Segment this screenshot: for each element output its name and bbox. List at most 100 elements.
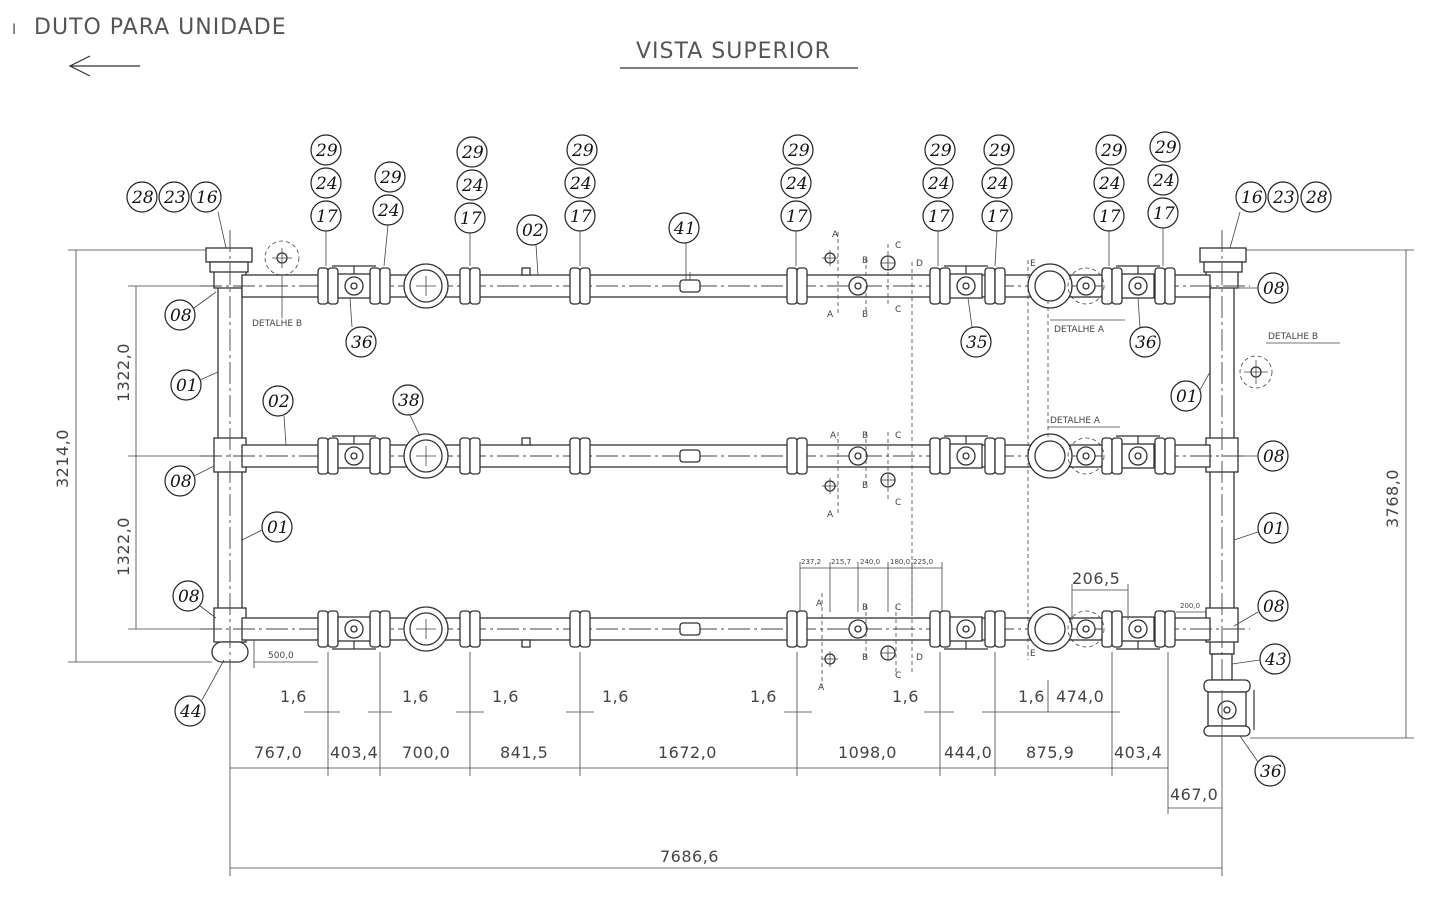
item-balloon: 29: [374, 161, 406, 193]
item-balloon: 17: [981, 200, 1013, 232]
item-balloon: 29: [1149, 131, 1181, 163]
svg-text:28: 28: [131, 188, 154, 208]
svg-text:08: 08: [178, 587, 200, 607]
svg-text:23: 23: [1272, 188, 1295, 208]
dim-left-upper: 1322,0: [114, 343, 133, 402]
dim-right-total: 3768,0: [1383, 469, 1402, 528]
bolted-ring-icon: [403, 606, 449, 652]
nozzle-icon: [521, 639, 531, 648]
svg-text:29: 29: [461, 143, 484, 163]
item-balloon: 23: [158, 181, 190, 213]
section-letter: B: [862, 481, 868, 491]
balloons: 29 24 17 29 24 29 24 17 02 29 24 17 41 2…: [126, 131, 1332, 787]
svg-text:29: 29: [1100, 141, 1123, 161]
item-balloon: 02: [516, 214, 548, 246]
svg-text:17: 17: [928, 207, 950, 227]
item-balloon: 29: [782, 134, 814, 166]
section-letter: D: [916, 653, 923, 663]
section-letter: E: [1030, 649, 1036, 659]
section-letter: A: [832, 230, 839, 240]
svg-text:17: 17: [1099, 207, 1121, 227]
dim-gap: 1,6: [892, 687, 919, 706]
dim-segment: 1672,0: [658, 743, 717, 762]
valve-icon: [332, 435, 376, 469]
svg-text:29: 29: [929, 141, 952, 161]
svg-text:43: 43: [1264, 650, 1287, 670]
dimension-lines: [68, 249, 1414, 876]
item-balloon: 29: [310, 134, 342, 166]
svg-text:01: 01: [1263, 519, 1285, 539]
instrument-icon: [679, 272, 701, 293]
item-balloon: 28: [1300, 181, 1332, 213]
svg-text:08: 08: [170, 472, 192, 492]
tee-icon: [1027, 433, 1073, 479]
bolted-ring-icon: [403, 263, 449, 309]
detail-b-right-circle: [1239, 355, 1273, 389]
svg-text:24: 24: [927, 174, 950, 194]
item-balloon: 01: [1257, 512, 1289, 544]
svg-text:08: 08: [1263, 447, 1285, 467]
section-letter: C: [895, 603, 901, 613]
svg-text:24: 24: [986, 174, 1009, 194]
svg-text:28: 28: [1305, 188, 1328, 208]
item-balloon: 43: [1259, 643, 1291, 675]
svg-text:29: 29: [571, 141, 594, 161]
item-balloon: 08: [1257, 440, 1289, 472]
item-balloon: 24: [981, 167, 1013, 199]
dim-small: 180,0: [890, 558, 910, 566]
item-balloon: 08: [1257, 590, 1289, 622]
dim-offset-474: 474,0: [1056, 687, 1104, 706]
small-valve-icon: [1067, 610, 1105, 648]
dim-gap: 1,6: [492, 687, 519, 706]
tee-icon-group: [1027, 263, 1105, 652]
item-balloon: 24: [780, 167, 812, 199]
svg-text:17: 17: [987, 207, 1009, 227]
item-balloon: 17: [454, 202, 486, 234]
valve-icon: [944, 616, 988, 650]
item-balloon: 08: [164, 465, 196, 497]
section-letter: B: [862, 653, 868, 663]
item-balloon: 17: [310, 200, 342, 232]
svg-text:36: 36: [1135, 333, 1157, 353]
flanges: [317, 267, 1176, 648]
section-letter: C: [895, 241, 901, 251]
item-balloon: 29: [924, 134, 956, 166]
nozzle-icon: [521, 267, 531, 276]
svg-text:17: 17: [1153, 204, 1175, 224]
section-letter: A: [827, 310, 834, 320]
item-balloon: 17: [564, 200, 596, 232]
valve-icon: [332, 616, 376, 650]
dim-gap: 1,6: [280, 687, 307, 706]
dim-left-lower: 1322,0: [114, 517, 133, 576]
dim-segment: 1098,0: [838, 743, 897, 762]
svg-text:24: 24: [1098, 174, 1121, 194]
dim-segment: 700,0: [402, 743, 450, 762]
svg-text:29: 29: [379, 168, 402, 188]
item-balloon: 01: [1170, 380, 1202, 412]
svg-text:24: 24: [569, 174, 592, 194]
svg-text:08: 08: [170, 306, 192, 326]
dim-segment: 841,5: [500, 743, 548, 762]
svg-text:29: 29: [787, 141, 810, 161]
flow-arrow-icon: [68, 55, 140, 77]
detail-a-label: DETALHE A: [1054, 325, 1105, 335]
detail-b-label: DETALHE B: [252, 319, 302, 329]
dim-segment: 767,0: [254, 743, 302, 762]
section-letter: B: [862, 256, 868, 266]
svg-text:36: 36: [351, 333, 373, 353]
valve-icon: [944, 265, 988, 299]
svg-text:02: 02: [268, 392, 290, 412]
svg-text:24: 24: [461, 176, 484, 196]
valve-icon: [1116, 616, 1160, 650]
dim-206: 206,5: [1072, 569, 1120, 588]
item-balloon: 17: [922, 200, 954, 232]
item-balloon: 36: [345, 326, 377, 358]
svg-text:24: 24: [1152, 171, 1175, 191]
section-letter: C: [895, 498, 901, 508]
item-balloon: 24: [1093, 167, 1125, 199]
item-balloon: 02: [262, 385, 294, 417]
item-balloon: 01: [170, 369, 202, 401]
item-balloon: 17: [1093, 200, 1125, 232]
